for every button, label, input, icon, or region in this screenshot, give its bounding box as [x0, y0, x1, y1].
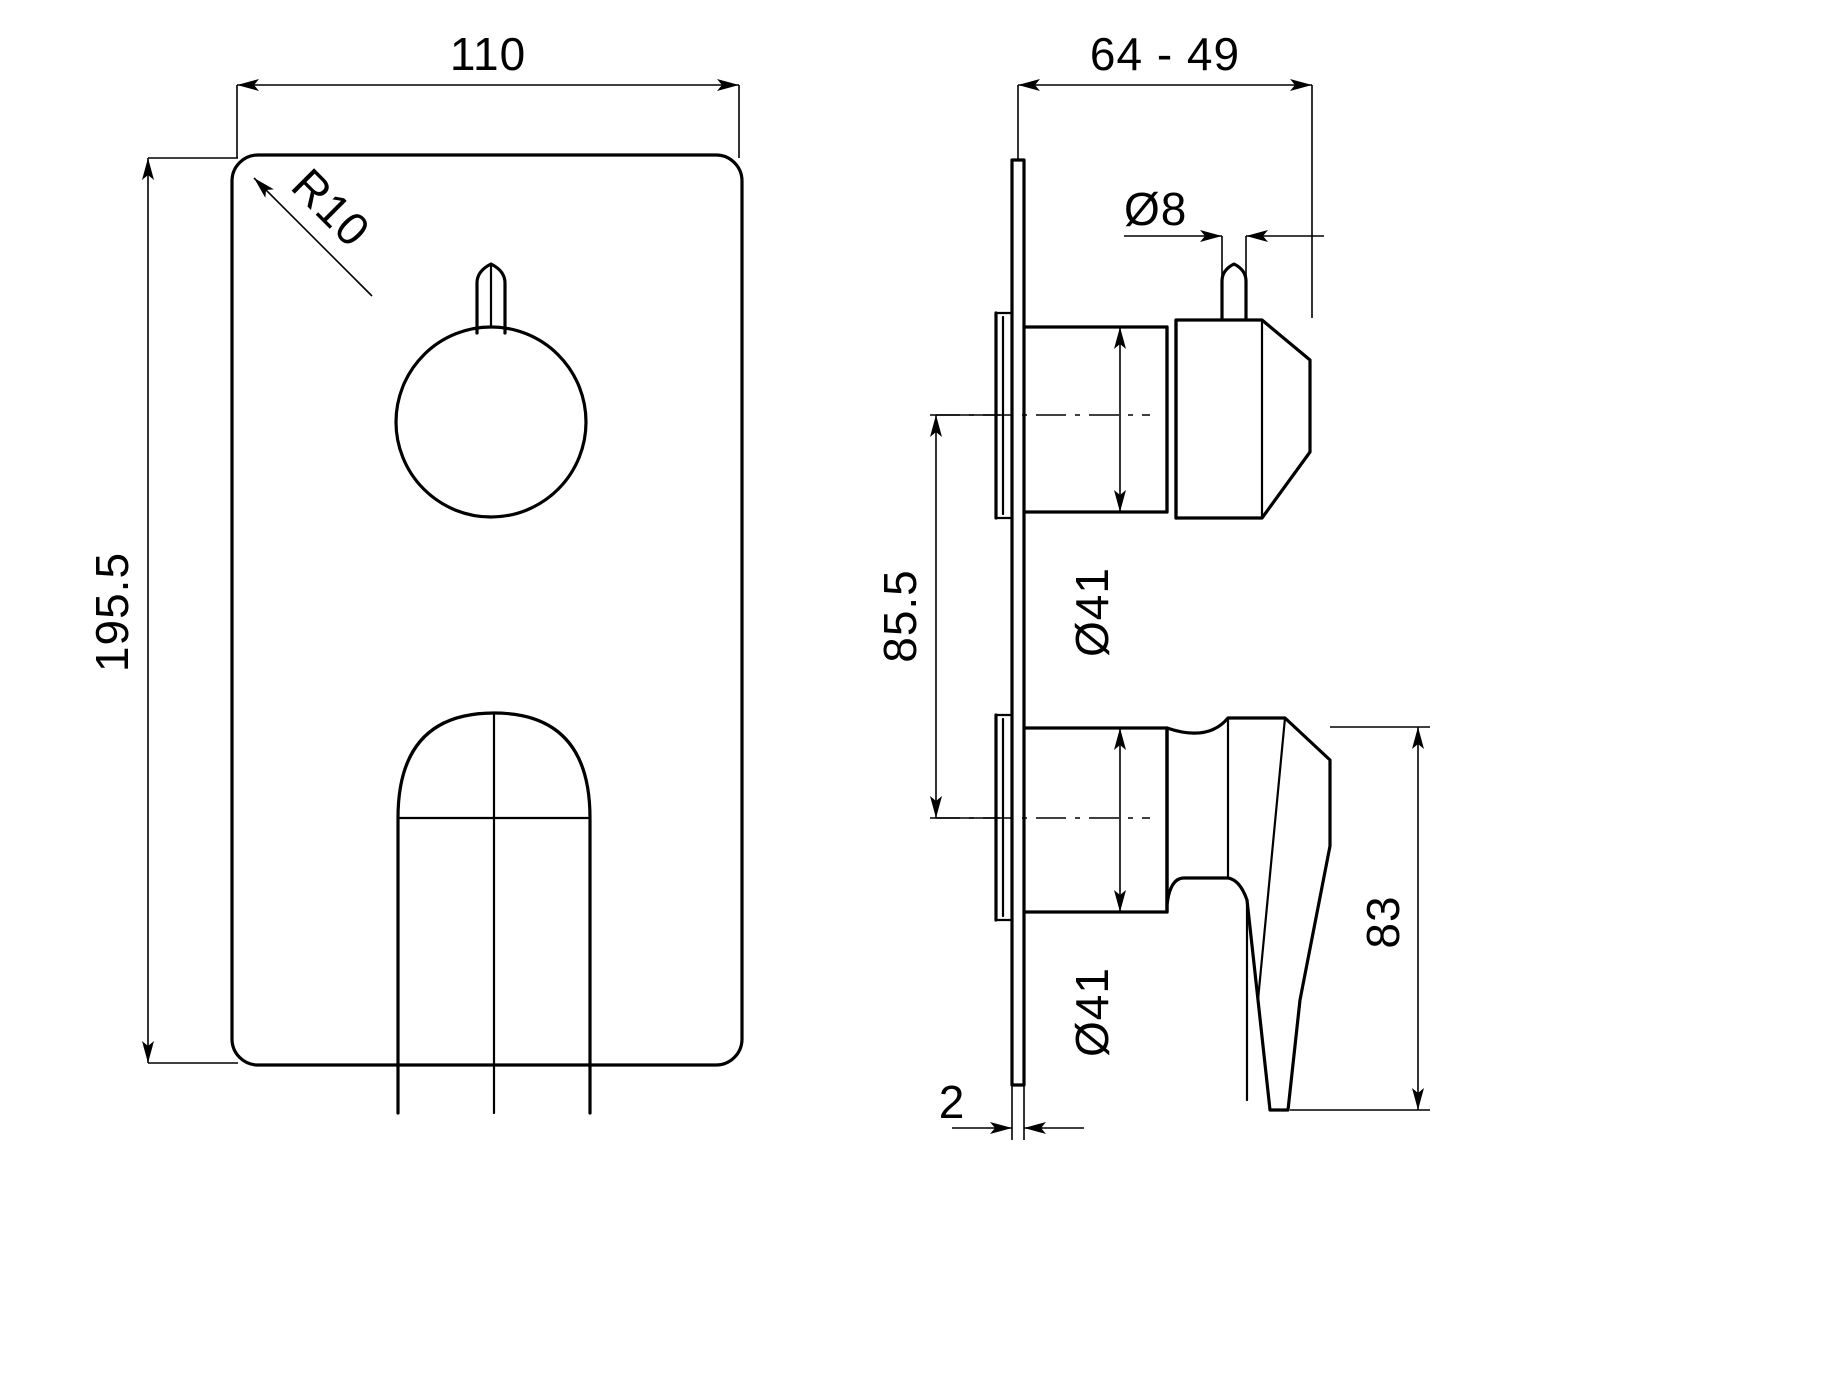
dim-r10-leader	[253, 177, 373, 297]
lower-lever-fold-diagonal	[1256, 716, 1287, 1002]
dim-195-5-label: 195.5	[86, 552, 138, 672]
dim-d41-upper-group: Ø41	[1066, 327, 1126, 657]
front-elevation-view: 110 195.5 R10	[86, 28, 744, 1115]
faceplate-thickness	[1010, 158, 1026, 1087]
dim-d41-lower-label: Ø41	[1066, 967, 1118, 1057]
dim-d8-group: Ø8	[1124, 183, 1324, 320]
dim-110-label: 110	[450, 28, 526, 80]
lower-lever-front	[396, 711, 592, 1115]
dim-2-label: 2	[939, 1076, 966, 1128]
dim-85-5-group: 85.5	[874, 414, 1000, 819]
dim-85-5-label: 85.5	[874, 569, 926, 663]
lower-hub-body	[1022, 726, 1169, 914]
faceplate-side-profile	[1010, 158, 1026, 1087]
dim-195-5-group: 195.5	[86, 157, 238, 1064]
upper-hub-body	[1022, 325, 1169, 514]
dim-d41-upper-label: Ø41	[1066, 567, 1118, 657]
upper-body-side	[994, 262, 1312, 520]
dim-r10-label: R10	[282, 158, 381, 257]
dim-2-group: 2	[939, 1076, 1084, 1140]
dim-83-label: 83	[1357, 895, 1409, 948]
upper-knob-circle	[394, 325, 588, 519]
upper-knob-cap-profile	[1174, 318, 1312, 520]
upper-spindle-stub	[1220, 262, 1248, 320]
dim-d8-label: Ø8	[1124, 183, 1187, 235]
dim-110-group: 110	[236, 28, 740, 158]
lower-lever-profile	[1165, 716, 1332, 1112]
lower-body-side	[994, 713, 1332, 1112]
side-section-view: 64 - 49 Ø8 Ø41 85.5	[874, 28, 1430, 1140]
dim-64-49-group: 64 - 49	[1017, 28, 1313, 318]
upper-knob-front	[394, 262, 588, 519]
dim-64-49-label: 64 - 49	[1090, 28, 1240, 80]
dim-d41-lower-group: Ø41	[1066, 728, 1126, 1057]
faceplate-outline	[230, 153, 744, 1067]
dim-r10-group: R10	[253, 158, 381, 297]
dim-83-group: 83	[1290, 726, 1430, 1111]
